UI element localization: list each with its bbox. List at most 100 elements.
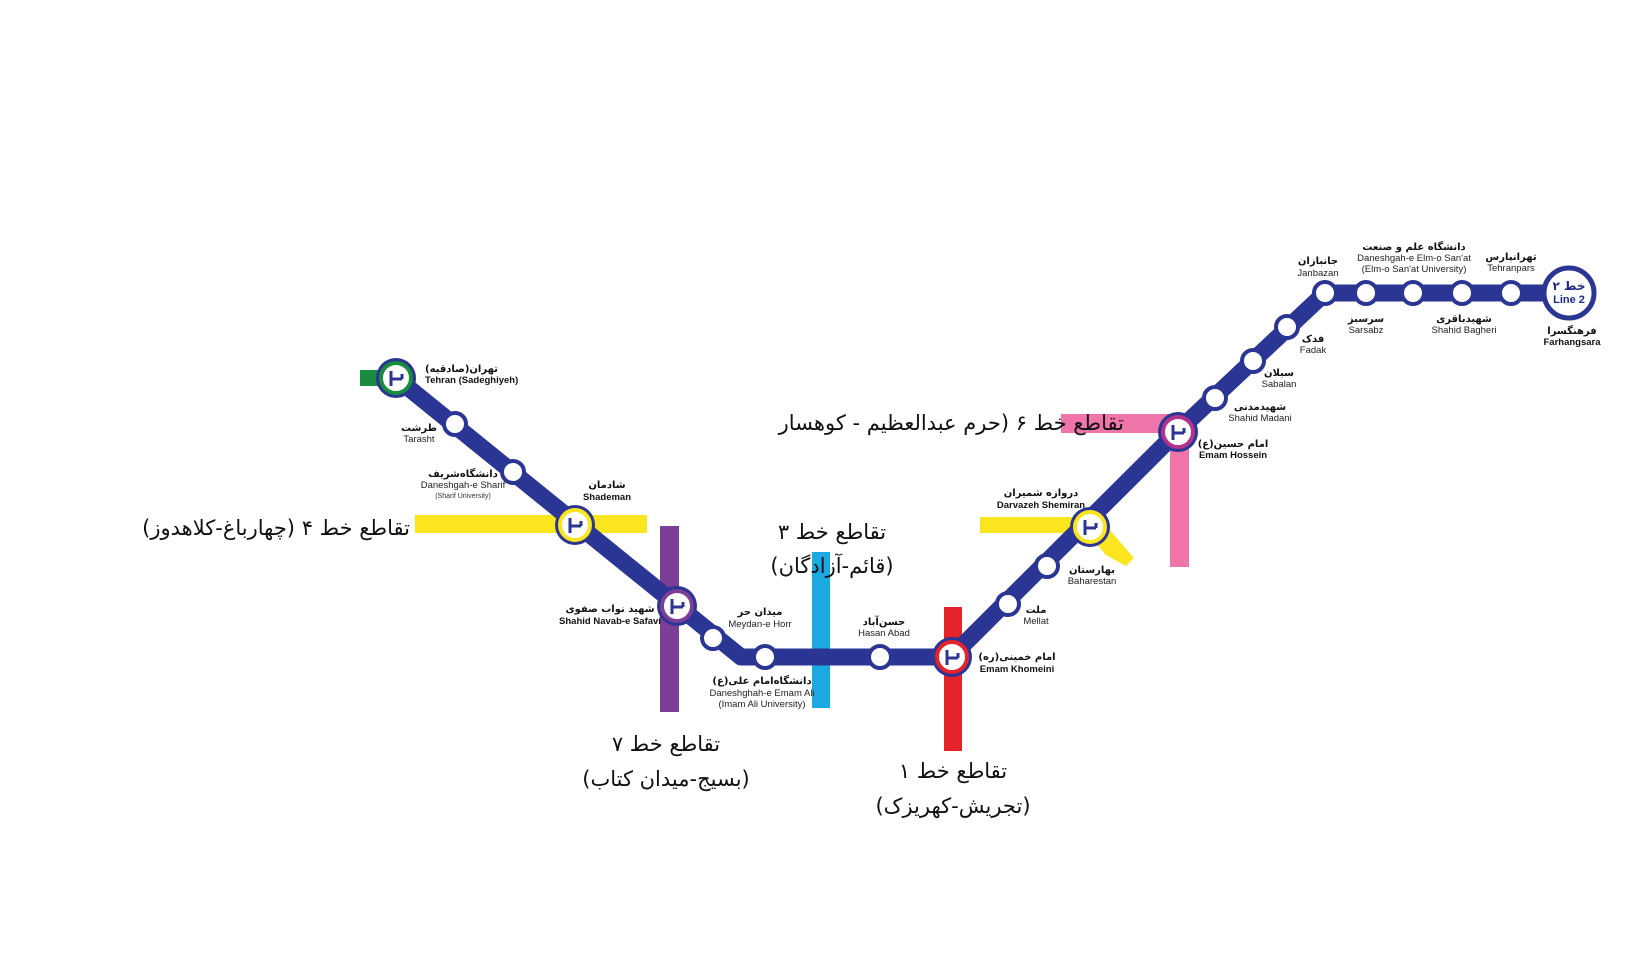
station-label-fadak: فدک Fadak — [1300, 334, 1327, 356]
station-hasan-abad[interactable] — [867, 644, 893, 670]
svg-text:Daneshgah-e Sharif: Daneshgah-e Sharif — [421, 480, 506, 491]
svg-text:Farhangsara: Farhangsara — [1543, 337, 1601, 348]
svg-text:Fadak: Fadak — [1300, 345, 1327, 356]
svg-text:دانشگاه‌شریف: دانشگاه‌شریف — [428, 467, 498, 480]
interchange-navab-safavi[interactable] — [657, 586, 697, 626]
line2-badge: خط ۲ Line 2 — [1541, 265, 1597, 321]
svg-text:سبلان: سبلان — [1264, 368, 1294, 379]
station-sabalan[interactable] — [1240, 348, 1266, 374]
caption-line4: تقاطع خط ۴ (چهارباغ-کلاهدوز) — [142, 516, 410, 540]
line4-crossing-bar-west — [415, 515, 647, 533]
svg-text:Tarasht: Tarasht — [403, 434, 435, 445]
svg-text:Hasan Abad: Hasan Abad — [858, 628, 910, 639]
interchange-darvazeh-shemiran[interactable] — [1070, 507, 1110, 547]
svg-text:Sabalan: Sabalan — [1262, 379, 1297, 390]
station-tarasht[interactable] — [442, 411, 468, 437]
svg-text:Daneshghah-e Emam Ali: Daneshghah-e Emam Ali — [709, 688, 814, 699]
station-emam-ali[interactable] — [752, 644, 778, 670]
station-label-farhangsara: فرهنگسرا Farhangsara — [1543, 324, 1601, 348]
caption-line3-title: تقاطع خط ۳ — [778, 520, 886, 544]
station-janbazan[interactable] — [1312, 280, 1338, 306]
svg-text:فرهنگسرا: فرهنگسرا — [1547, 324, 1596, 337]
station-label-baharestan: بهارستان Baharestan — [1068, 565, 1117, 587]
caption-line1-title: تقاطع خط ۱ — [899, 759, 1007, 783]
station-label-emam-ali: دانشگاه‌امام علی(ع) Daneshghah-e Emam Al… — [709, 674, 814, 710]
svg-text:(Imam Ali University): (Imam Ali University) — [718, 699, 805, 710]
station-sharif[interactable] — [500, 459, 526, 485]
station-baharestan[interactable] — [1034, 553, 1060, 579]
svg-text:Sarsabz: Sarsabz — [1349, 325, 1384, 336]
station-label-shahid-bagheri: شهیدباقری Shahid Bagheri — [1432, 314, 1497, 336]
caption-line7-sub: (بسیج-میدان کتاب) — [582, 767, 750, 791]
line2-track — [386, 284, 1569, 666]
svg-text:Shahid Bagheri: Shahid Bagheri — [1432, 325, 1497, 336]
svg-text:جانبازان: جانبازان — [1298, 256, 1338, 267]
svg-text:حسن‌آباد: حسن‌آباد — [863, 615, 905, 628]
caption-line6: تقاطع خط ۶ (حرم عبدالعظیم - کوهسار — [778, 411, 1124, 436]
line3-crossing-bar — [812, 552, 830, 708]
caption-line3-sub: (قائم-آزادگان) — [770, 553, 893, 579]
svg-text:بهارستان: بهارستان — [1069, 565, 1115, 576]
station-label-sarsabz: سرسبز Sarsabz — [1347, 314, 1384, 336]
svg-text:Daneshgah-e Elm-o San'at: Daneshgah-e Elm-o San'at — [1357, 253, 1471, 264]
station-mellat[interactable] — [995, 591, 1021, 617]
svg-text:Mellat: Mellat — [1023, 616, 1049, 627]
station-sarsabz[interactable] — [1353, 280, 1379, 306]
station-label-mellat: ملت Mellat — [1023, 605, 1049, 627]
station-dots — [442, 280, 1524, 670]
svg-text:میدان حر: میدان حر — [737, 607, 783, 618]
interchange-sadeghiyeh[interactable] — [376, 358, 416, 398]
svg-text:شهیدباقری: شهیدباقری — [1436, 314, 1492, 325]
station-label-darvazeh-shemiran: دروازه شمیران Darvazeh Shemiran — [997, 488, 1085, 511]
station-label-elm-sanat: دانشگاه علم و صنعت Daneshgah-e Elm-o San… — [1357, 240, 1471, 275]
svg-text:Shahid Navab-e Safavi: Shahid Navab-e Safavi — [559, 616, 661, 627]
station-label-sabalan: سبلان Sabalan — [1262, 368, 1297, 390]
station-label-emam-hossein: امام حسین(ع) Emam Hossein — [1198, 439, 1269, 461]
station-label-navab-safavi: شهید نواب صفوی Shahid Navab-e Safavi — [559, 604, 661, 627]
station-label-emam-khomeini: امام خمینی(ره) Emam Khomeini — [978, 652, 1055, 675]
svg-text:Emam Hossein: Emam Hossein — [1199, 450, 1267, 461]
station-elm-sanat[interactable] — [1400, 280, 1426, 306]
caption-line7-title: تقاطع خط ۷ — [612, 732, 720, 756]
station-label-janbazan: جانبازان Janbazan — [1297, 256, 1338, 279]
station-label-meydan-horr: میدان حر Meydan-e Horr — [728, 607, 791, 630]
station-label-sharif: دانشگاه‌شریف Daneshgah-e Sharif (Sharif … — [421, 467, 506, 500]
svg-text:Shademan: Shademan — [583, 492, 631, 503]
line2-badge-en: Line 2 — [1553, 294, 1585, 306]
svg-text:Meydan-e Horr: Meydan-e Horr — [728, 619, 791, 630]
station-label-tarasht: طرشت Tarasht — [401, 423, 437, 445]
svg-text:فدک: فدک — [1302, 334, 1325, 345]
svg-text:امام حسین(ع): امام حسین(ع) — [1198, 439, 1269, 450]
svg-text:Shahid Madani: Shahid Madani — [1228, 413, 1291, 424]
station-label-tehranpars: تهرانپارس Tehranpars — [1485, 252, 1536, 274]
station-shahid-madani[interactable] — [1202, 385, 1228, 411]
station-shahid-bagheri[interactable] — [1449, 280, 1475, 306]
svg-text:(Elm-o San'at University): (Elm-o San'at University) — [1362, 264, 1467, 275]
station-label-shademan: شادمان Shademan — [583, 480, 631, 503]
svg-text:طرشت: طرشت — [401, 423, 437, 434]
svg-text:دروازه شمیران: دروازه شمیران — [1004, 488, 1078, 499]
svg-text:ملت: ملت — [1026, 605, 1047, 616]
svg-text:دانشگاه علم و صنعت: دانشگاه علم و صنعت — [1362, 240, 1465, 253]
svg-text:شهید نواب صفوی: شهید نواب صفوی — [565, 604, 654, 615]
svg-text:Emam Khomeini: Emam Khomeini — [980, 664, 1054, 675]
interchange-emam-khomeini[interactable] — [932, 637, 972, 677]
svg-text:Tehranpars: Tehranpars — [1487, 263, 1535, 274]
station-fadak[interactable] — [1274, 314, 1300, 340]
station-meydan-horr[interactable] — [700, 625, 726, 651]
caption-line1-sub: (تجریش-کهریزک) — [875, 794, 1030, 818]
svg-text:سرسبز: سرسبز — [1347, 314, 1384, 325]
line6-crossing-bar-v — [1170, 437, 1189, 567]
station-label-hasan-abad: حسن‌آباد Hasan Abad — [858, 615, 910, 639]
station-tehranpars[interactable] — [1498, 280, 1524, 306]
station-label-shahid-madani: شهیدمدنی Shahid Madani — [1228, 402, 1291, 424]
svg-text:تهران(صادقیه): تهران(صادقیه) — [425, 364, 498, 375]
interchange-emam-hossein[interactable] — [1158, 412, 1198, 452]
line1-crossing-bar — [944, 607, 962, 751]
line2-badge-fa: خط ۲ — [1552, 279, 1585, 293]
svg-text:تهرانپارس: تهرانپارس — [1485, 252, 1536, 263]
svg-text:شهیدمدنی: شهیدمدنی — [1234, 402, 1286, 413]
line6-crossing-bar-h — [1061, 414, 1171, 433]
interchange-shademan[interactable] — [555, 505, 595, 545]
